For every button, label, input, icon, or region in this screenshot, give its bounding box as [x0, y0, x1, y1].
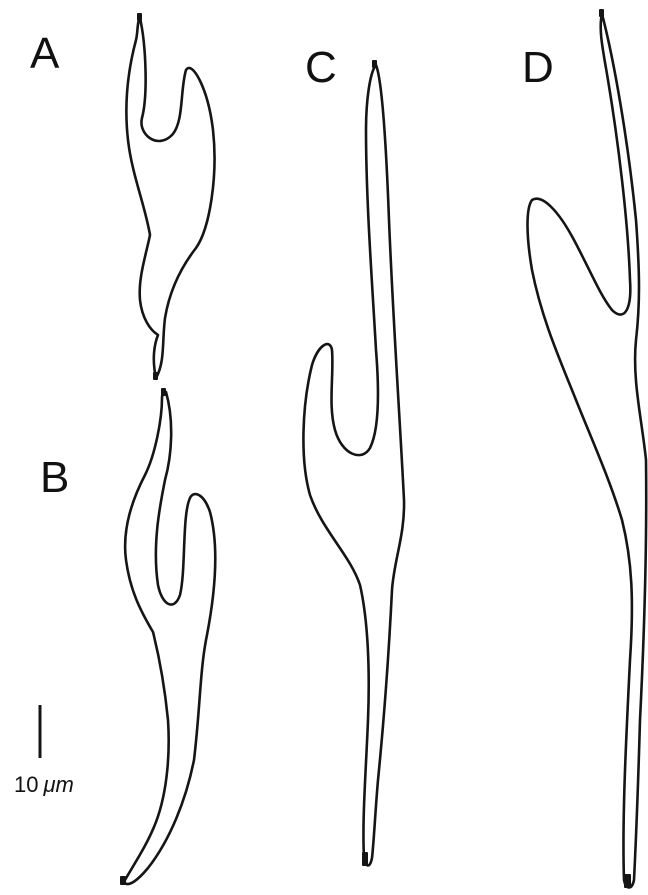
panel-label-d: D [522, 43, 554, 92]
scale-bar-value: 10 [14, 772, 38, 797]
cell-d [528, 9, 647, 888]
panel-label-b: B [40, 453, 69, 502]
cell-a [126, 13, 214, 380]
panel-label-a: A [30, 29, 60, 78]
scale-bar-unit: μm [42, 772, 73, 797]
panel-label-c: C [305, 43, 337, 92]
cell-b [120, 388, 215, 885]
cell-c [303, 60, 404, 866]
